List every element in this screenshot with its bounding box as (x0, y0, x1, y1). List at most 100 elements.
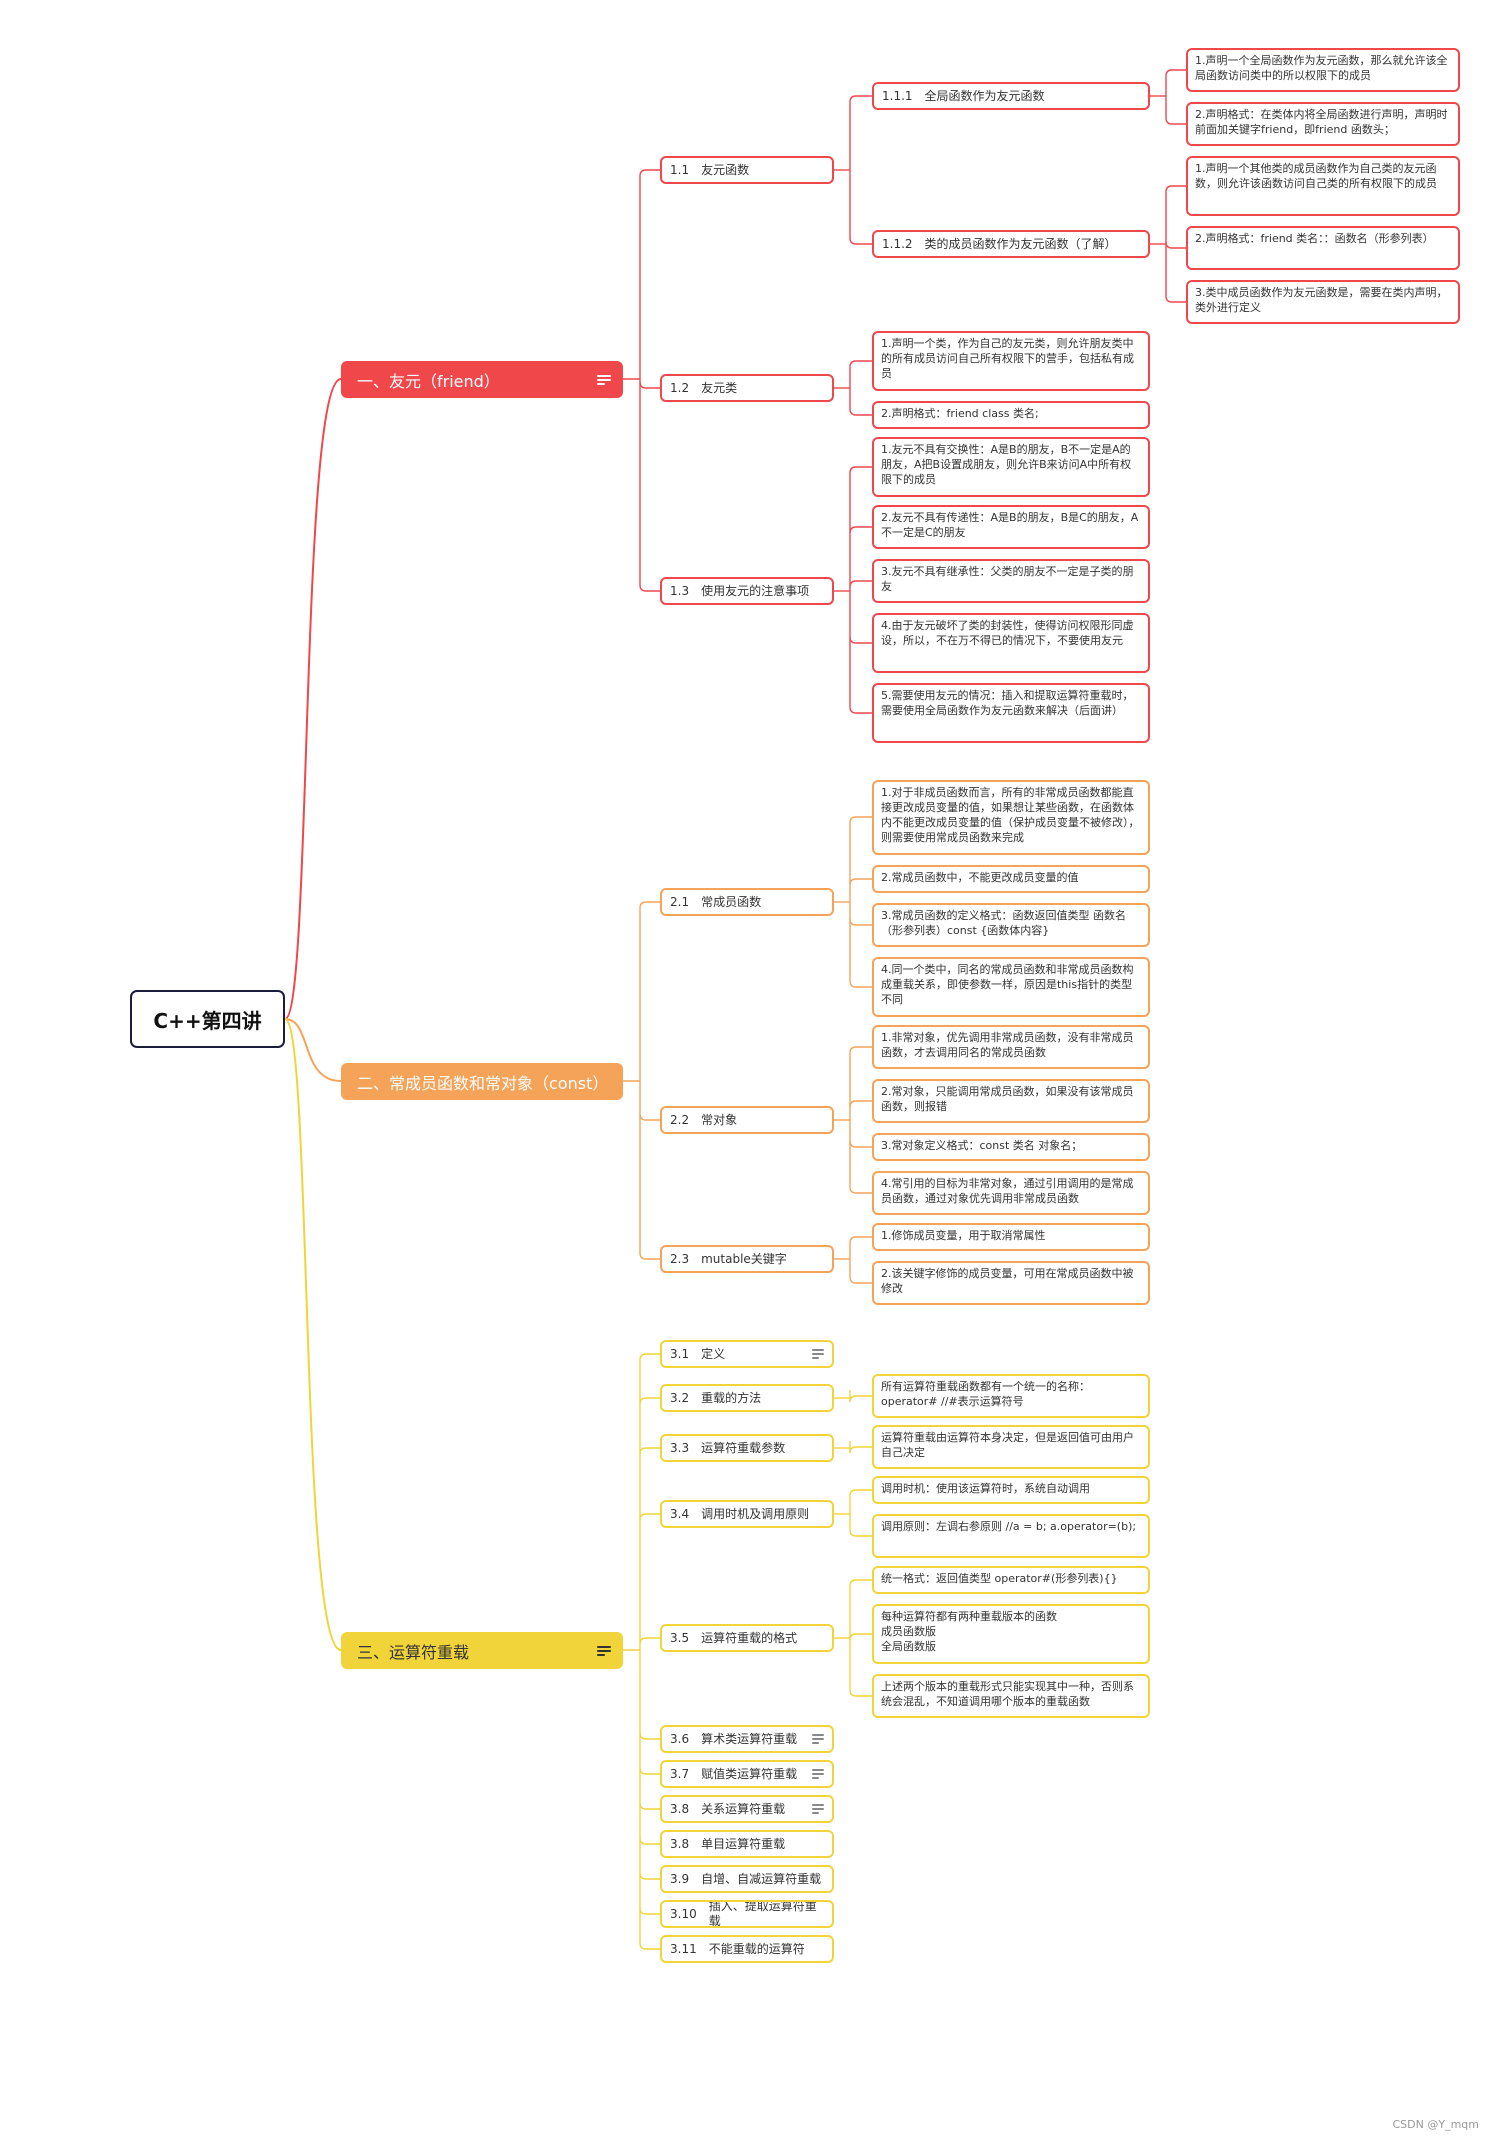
s21-branch-1 (849, 878, 872, 886)
section-number: 3.8 (670, 1801, 690, 1816)
s13-branch-2 (849, 580, 872, 588)
note-1-1-2-a[interactable]: 1.声明一个其他类的成员函数作为自己类的友元函数，则允许该函数访问自己类的所有权… (1186, 156, 1460, 216)
section-3-8-relational[interactable]: 3.8 关系运算符重载 (660, 1795, 834, 1823)
section-1-3[interactable]: 1.3 使用友元的注意事项 (660, 577, 834, 605)
note-1-1-2-b[interactable]: 2.声明格式：friend 类名：：函数名（形参列表） (1186, 226, 1460, 270)
note-2-2-b[interactable]: 2.常对象，只能调用常成员函数，如果没有该常成员函数，则报错 (872, 1079, 1150, 1123)
branch-const-label: 二、常成员函数和常对象（const） (357, 1073, 609, 1093)
section-label: 使用友元的注意事项 (701, 583, 810, 598)
section-label: 友元类 (701, 380, 738, 395)
note-1-3-b[interactable]: 2.友元不具有传递性：A是B的朋友，B是C的朋友，A不一定是C的朋友 (872, 505, 1150, 549)
note-3-5-c[interactable]: 上述两个版本的重载形式只能实现其中一种，否则系统会混乱，不知道调用哪个版本的重载… (872, 1674, 1150, 1718)
branch-friend-label: 一、友元（friend） (357, 371, 500, 391)
s21-branch-0 (849, 816, 872, 824)
note-1-1-1-b[interactable]: 2.声明格式：在类体内将全局函数进行声明，声明时前面加关键字friend，即fr… (1186, 102, 1460, 146)
section-number: 2.3 (670, 1251, 690, 1266)
note-2-1-d[interactable]: 4.同一个类中，同名的常成员函数和非常成员函数构成重载关系，即使参数一样，原因是… (872, 957, 1150, 1017)
section-label: 类的成员函数作为友元函数（了解） (924, 236, 1117, 251)
note-2-3-a[interactable]: 1.修饰成员变量，用于取消常属性 (872, 1223, 1150, 1251)
s21-branch-3 (849, 980, 872, 988)
s34-branch-1 (849, 1529, 872, 1537)
b3-branch-0 (639, 1353, 660, 1361)
section-number: 2.1 (670, 894, 690, 909)
section-number: 1.1.2 (882, 236, 913, 251)
root-topic[interactable]: C++第四讲 (130, 990, 285, 1048)
note-1-1-1-a[interactable]: 1.声明一个全局函数作为友元函数，那么就允许该全局函数访问类中的所以权限下的成员 (1186, 48, 1460, 92)
note-icon[interactable] (812, 1349, 824, 1359)
section-label: 调用时机及调用原则 (701, 1506, 810, 1521)
note-3-4-b[interactable]: 调用原则：左调右参原则 //a = b; a.operator=(b); (872, 1514, 1150, 1558)
note-1-3-d[interactable]: 4.由于友元破坏了类的封装性，使得访问权限形同虚设，所以，不在万不得已的情况下，… (872, 613, 1150, 673)
section-2-3[interactable]: 2.3 mutable关键字 (660, 1245, 834, 1273)
s35-branch-2 (849, 1689, 872, 1697)
branch-operator-overload[interactable]: 三、运算符重载 (341, 1632, 623, 1669)
note-icon[interactable] (812, 1769, 824, 1779)
b1-branch-1 (639, 381, 660, 389)
branch-friend[interactable]: 一、友元（friend） (341, 361, 623, 398)
watermark: CSDN @Y_mqm (1392, 2118, 1480, 2131)
note-3-3[interactable]: 运算符重载由运算符本身决定，但是返回值可由用户自己决定 (872, 1425, 1150, 1469)
section-label: 关系运算符重载 (701, 1801, 786, 1816)
note-icon[interactable] (812, 1734, 824, 1744)
s22-branch-0 (849, 1046, 872, 1054)
note-3-2[interactable]: 所有运算符重载函数都有一个统一的名称：operator# //#表示运算符号 (872, 1374, 1150, 1418)
section-number: 3.2 (670, 1390, 690, 1405)
section-number: 1.1.1 (882, 88, 913, 103)
note-2-1-a[interactable]: 1.对于非成员函数而言，所有的非常成员函数都能直接更改成员变量的值，如果想让某些… (872, 780, 1150, 855)
note-icon[interactable] (597, 374, 611, 385)
s34-branch-0 (849, 1489, 872, 1497)
section-label: mutable关键字 (701, 1251, 787, 1266)
s13-branch-0 (849, 466, 872, 474)
note-1-3-e[interactable]: 5.需要使用友元的情况：插入和提取运算符重载时，需要使用全局函数作为友元函数来解… (872, 683, 1150, 743)
note-2-2-a[interactable]: 1.非常对象，优先调用非常成员函数，没有非常成员函数，才去调用同名的常成员函数 (872, 1025, 1150, 1069)
note-2-2-c[interactable]: 3.常对象定义格式：const 类名 对象名； (872, 1133, 1150, 1161)
s22-branch-3 (849, 1186, 872, 1194)
note-icon[interactable] (812, 1804, 824, 1814)
s35-branch-1 (849, 1633, 872, 1641)
subsection-1-1-2[interactable]: 1.1.2 类的成员函数作为友元函数（了解） (872, 230, 1150, 258)
branch-const[interactable]: 二、常成员函数和常对象（const） (341, 1063, 623, 1100)
s111-branch-0 (1165, 69, 1186, 77)
note-3-5-b[interactable]: 每种运算符都有两种重载版本的函数 成员函数版 全局函数版 (872, 1604, 1150, 1664)
s13-branch-4 (849, 706, 872, 714)
note-2-1-c[interactable]: 3.常成员函数的定义格式：函数返回值类型 函数名（形参列表）const {函数体… (872, 903, 1150, 947)
section-number: 1.3 (670, 583, 690, 598)
note-1-3-c[interactable]: 3.友元不具有继承性：父类的朋友不一定是子类的朋友 (872, 559, 1150, 603)
b3-branch-3 (639, 1513, 660, 1521)
note-icon[interactable] (597, 1645, 611, 1656)
note-2-3-b[interactable]: 2.该关键字修饰的成员变量，可用在常成员函数中被修改 (872, 1261, 1150, 1305)
b3-branch-7 (639, 1802, 660, 1810)
note-2-1-b[interactable]: 2.常成员函数中，不能更改成员变量的值 (872, 865, 1150, 893)
note-2-2-d[interactable]: 4.常引用的目标为非常对象，通过引用调用的是常成员函数，通过对象优先调用非常成员… (872, 1171, 1150, 1215)
b3-branch-4 (639, 1637, 660, 1645)
b1-branch-2 (639, 584, 660, 592)
s13-branch-3 (849, 636, 872, 644)
section-label: 定义 (701, 1346, 726, 1361)
note-1-1-2-c[interactable]: 3.类中成员函数作为友元函数是，需要在类内声明，类外进行定义 (1186, 280, 1460, 324)
s112-branch-2 (1165, 295, 1186, 303)
note-1-3-a[interactable]: 1.友元不具有交换性：A是B的朋友，B不一定是A的朋友，A把B设置成朋友，则允许… (872, 437, 1150, 497)
note-1-2-b[interactable]: 2.声明格式：friend class 类名; (872, 401, 1150, 429)
note-1-2-a[interactable]: 1.声明一个类，作为自己的友元类，则允许朋友类中的所有成员访问自己所有权限下的营… (872, 331, 1150, 391)
note-3-5-a[interactable]: 统一格式：返回值类型 operator#(形参列表){} (872, 1566, 1150, 1594)
section-label: 单目运算符重载 (701, 1836, 786, 1851)
section-number: 3.11 (670, 1941, 697, 1956)
note-3-4-a[interactable]: 调用时机：使用该运算符时，系统自动调用 (872, 1476, 1150, 1504)
b3-branch-9 (639, 1872, 660, 1880)
